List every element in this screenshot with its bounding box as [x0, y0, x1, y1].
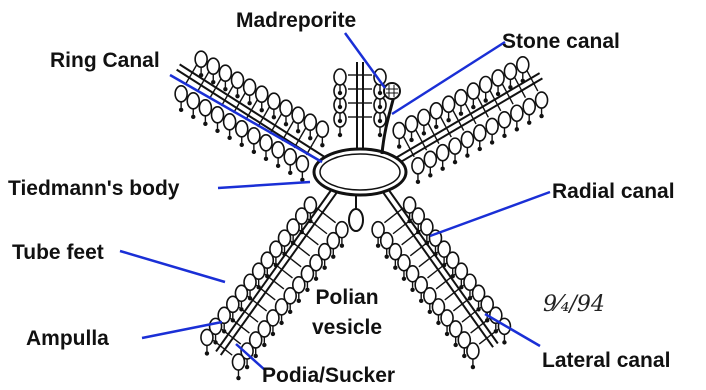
label-polian-line2: vesicle [312, 316, 382, 339]
label-tube-feet: Tube feet [12, 242, 104, 263]
arm-2 [175, 51, 328, 182]
label-podia-sucker: Podia/Sucker [262, 365, 395, 386]
label-polian-line1: Polian [316, 286, 379, 309]
label-polian-vesicle: Polian vesicle [312, 283, 382, 343]
madreporite-shape [384, 83, 400, 99]
polian-vesicle-shape [349, 209, 363, 231]
pointer-lateral-canal [485, 314, 540, 346]
pointer-tiedmanns-body [218, 182, 310, 188]
handwritten-date: 9⁄₄/94 [543, 292, 605, 317]
label-ring-canal: Ring Canal [50, 50, 160, 71]
pointer-radial-canal [430, 192, 550, 236]
label-ampulla: Ampulla [26, 328, 109, 349]
label-tiedmanns-body: Tiedmann's body [8, 178, 179, 199]
pointer-tube-feet [120, 251, 225, 282]
label-radial-canal: Radial canal [552, 181, 675, 202]
arm-1 [334, 62, 386, 150]
pointer-madreporite [345, 33, 385, 88]
ring-canal-body [314, 83, 406, 231]
label-lateral-canal: Lateral canal [542, 350, 670, 371]
label-stone-canal: Stone canal [502, 31, 620, 52]
arm-3 [393, 57, 547, 184]
label-madreporite: Madreporite [236, 10, 356, 31]
